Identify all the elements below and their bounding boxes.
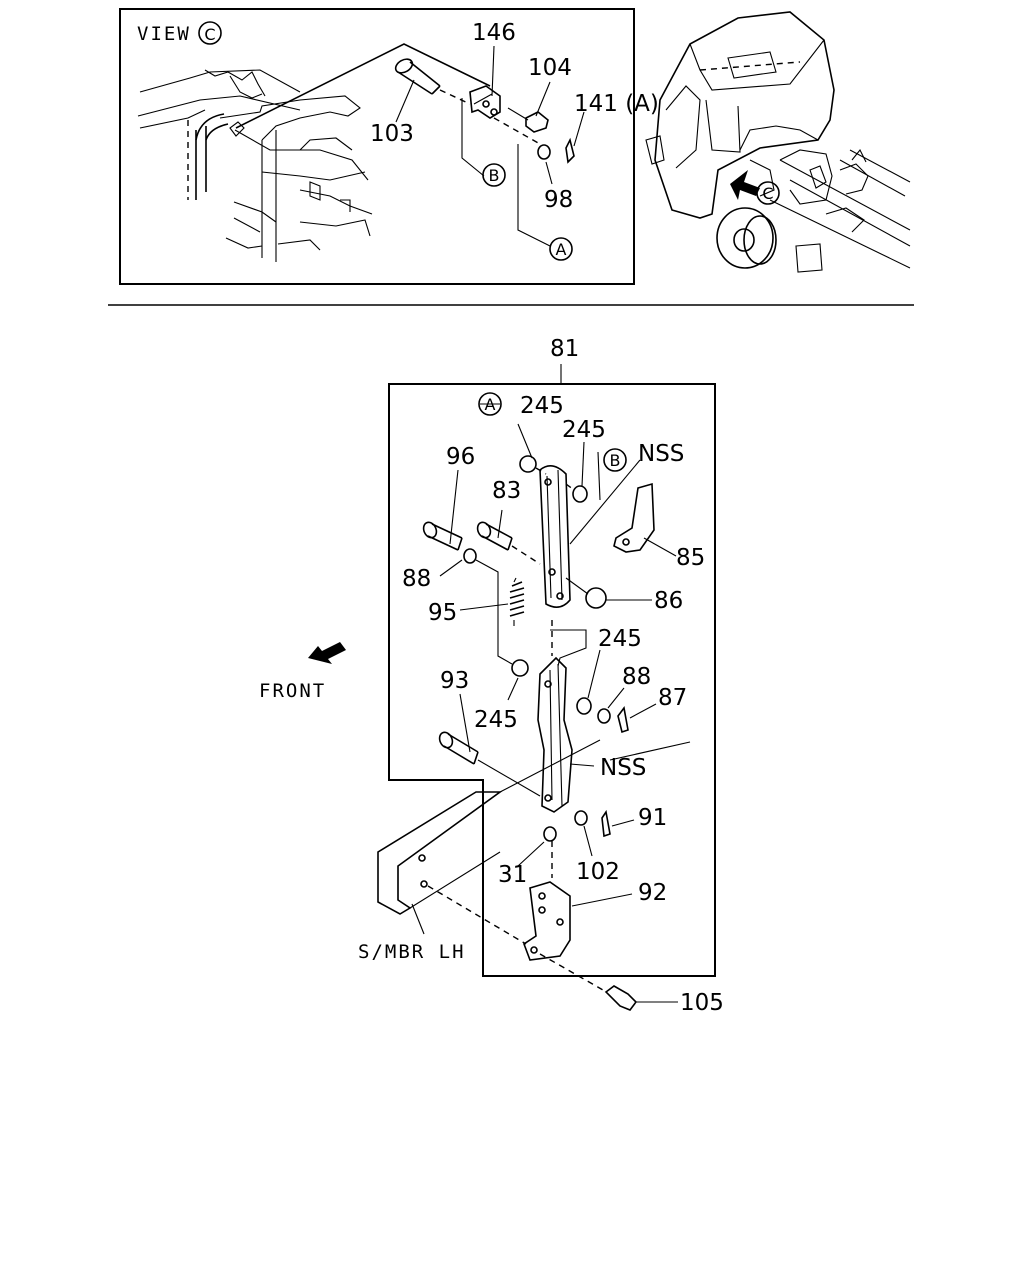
bracket-92 <box>523 881 571 961</box>
bolt-104 <box>507 107 549 133</box>
label-245-c: 245 <box>598 626 642 652</box>
leader-98 <box>545 161 553 185</box>
assembly-81: 81 <box>377 336 716 995</box>
label-nss-bottom: NSS <box>600 755 646 781</box>
label-92: 92 <box>638 880 667 906</box>
pin-93 <box>438 731 541 797</box>
label-103: 103 <box>370 121 414 147</box>
ref-c-circle <box>756 181 780 205</box>
label-87: 87 <box>658 685 687 711</box>
spring-95 <box>509 577 525 626</box>
washer-88-bottom <box>597 708 611 724</box>
view-c-detail: VIEW C <box>119 8 659 285</box>
view-connector-line <box>235 43 491 129</box>
bolt-axis-lower <box>539 953 611 995</box>
label-88-b: 88 <box>622 664 651 690</box>
label-105: 105 <box>680 990 724 1016</box>
pin-83 <box>476 521 541 565</box>
leader-141 <box>573 111 585 147</box>
ref-c-label: C <box>762 184 773 203</box>
lower-link <box>537 656 573 813</box>
truck-illustration: C <box>645 11 911 273</box>
ref-b-circle <box>482 163 506 187</box>
front-arrow-icon <box>308 642 346 664</box>
bracket-85 <box>613 482 655 553</box>
label-96: 96 <box>446 444 475 470</box>
label-86: 86 <box>654 588 683 614</box>
leader-ref-a <box>517 144 551 247</box>
label-102: 102 <box>576 859 620 885</box>
label-nss-top: NSS <box>638 441 684 467</box>
label-95: 95 <box>428 600 457 626</box>
chassis-sketch <box>137 69 373 262</box>
bolt-105 <box>604 985 678 1011</box>
ref-a-label: A <box>556 240 567 259</box>
label-104: 104 <box>528 55 572 81</box>
view-marker: C <box>204 25 215 44</box>
bolt-axis <box>427 885 527 945</box>
label-31: 31 <box>498 862 527 888</box>
leader-104 <box>535 81 551 117</box>
washer-98 <box>537 144 551 160</box>
label-245-a: 245 <box>520 393 564 419</box>
bushing-245-left <box>511 659 529 677</box>
view-marker-circle <box>198 21 222 45</box>
leader-146 <box>491 45 495 97</box>
label-85: 85 <box>676 545 705 571</box>
label-98: 98 <box>544 187 573 213</box>
label-91: 91 <box>638 805 667 831</box>
washer-88-top <box>463 548 477 564</box>
label-245-b: 245 <box>562 417 606 443</box>
washer-102 <box>574 810 588 826</box>
side-member <box>377 739 691 915</box>
label-93: 93 <box>440 668 469 694</box>
front-label: FRONT <box>259 680 326 702</box>
view-c-frame <box>119 8 635 285</box>
label-245-d: 245 <box>474 707 518 733</box>
ref-b-label-main: B <box>610 451 621 470</box>
leader-line-88-to-245 <box>475 559 513 665</box>
leader-103 <box>395 79 415 123</box>
bushing-245-right <box>572 485 588 503</box>
ref-a-circle-main <box>478 392 502 416</box>
label-83: 83 <box>492 478 521 504</box>
view-title: VIEW <box>137 23 191 45</box>
bushing-245-lower <box>576 697 592 715</box>
clip-86 <box>585 587 607 609</box>
cotter-pin-87 <box>617 706 629 734</box>
label-141: 141 (A) <box>574 91 659 117</box>
bushing-245-top <box>519 455 537 473</box>
main-leaders <box>411 403 677 935</box>
pin-96 <box>422 521 463 551</box>
label-146: 146 <box>472 20 516 46</box>
ref-a-label-main: A <box>485 395 496 414</box>
cotter-pin-141 <box>565 137 575 164</box>
cotter-pin-91 <box>601 809 611 838</box>
view-arrow-icon <box>730 170 760 200</box>
ref-b-label: B <box>489 166 500 185</box>
upper-link <box>539 465 571 608</box>
assembly-81-frame <box>388 383 716 977</box>
label-side-member: S/MBR LH <box>358 941 466 963</box>
label-81: 81 <box>550 336 579 362</box>
pin-103 <box>394 58 541 145</box>
washer-31 <box>543 826 557 842</box>
ref-a-circle <box>549 237 573 261</box>
label-88-a: 88 <box>402 566 431 592</box>
ref-b-circle-main <box>603 448 627 472</box>
leader-ref-b <box>461 98 485 177</box>
bracket-146 <box>469 85 501 119</box>
